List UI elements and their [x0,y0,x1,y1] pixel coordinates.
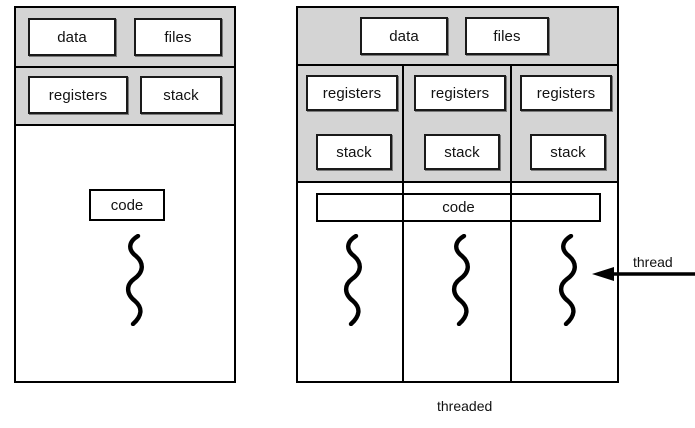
right-code-box: code [316,193,601,222]
left-cell-data-label: data [57,28,87,46]
right-cell-stack-1: stack [316,134,392,170]
thread-annotation-label: thread [633,254,673,270]
threaded-caption: threaded [437,398,492,414]
right-cell-registers-1: registers [306,75,398,111]
right-cell-registers-1-label: registers [322,84,382,102]
right-cell-registers-2-label: registers [430,84,490,102]
thread-annotation-text: thread [633,254,673,270]
left-cell-registers-label: registers [48,86,108,104]
right-column-divider-2 [510,66,512,381]
right-cell-files-label: files [493,27,521,45]
left-thread-squiggle-1 [123,234,145,326]
left-cell-stack: stack [140,76,222,114]
threaded-caption-text: threaded [437,398,493,414]
right-cell-stack-2: stack [424,134,500,170]
right-cell-registers-2: registers [414,75,506,111]
left-cell-files-label: files [164,28,192,46]
left-cell-stack-label: stack [163,86,199,104]
right-cell-data: data [360,17,448,55]
left-cell-data: data [28,18,116,56]
left-cell-files: files [134,18,222,56]
right-cell-stack-1-label: stack [336,143,372,161]
right-thread-squiggle-2 [449,234,471,326]
right-band-divider-2 [298,181,617,183]
right-cell-stack-3: stack [530,134,606,170]
right-cell-registers-3-label: registers [536,84,596,102]
right-band-divider-1 [298,64,617,66]
left-cell-registers: registers [28,76,128,114]
left-code-label: code [110,196,144,214]
thread-pointer-arrow [588,265,695,283]
right-thread-squiggle-3 [556,234,578,326]
multithreaded-process-panel: data files registers stack registers sta… [296,6,619,383]
right-column-divider-1 [402,66,404,381]
right-cell-registers-3: registers [520,75,612,111]
right-cell-files: files [465,17,549,55]
left-band-divider-1 [16,66,234,68]
right-cell-stack-3-label: stack [550,143,586,161]
right-thread-squiggle-1 [341,234,363,326]
left-code-box: code [89,189,165,221]
left-band-divider-2 [16,124,234,126]
single-threaded-process-panel: data files registers stack code [14,6,236,383]
right-code-label: code [442,199,475,216]
right-cell-stack-2-label: stack [444,143,480,161]
right-cell-data-label: data [389,27,419,45]
right-top-band [298,8,617,64]
